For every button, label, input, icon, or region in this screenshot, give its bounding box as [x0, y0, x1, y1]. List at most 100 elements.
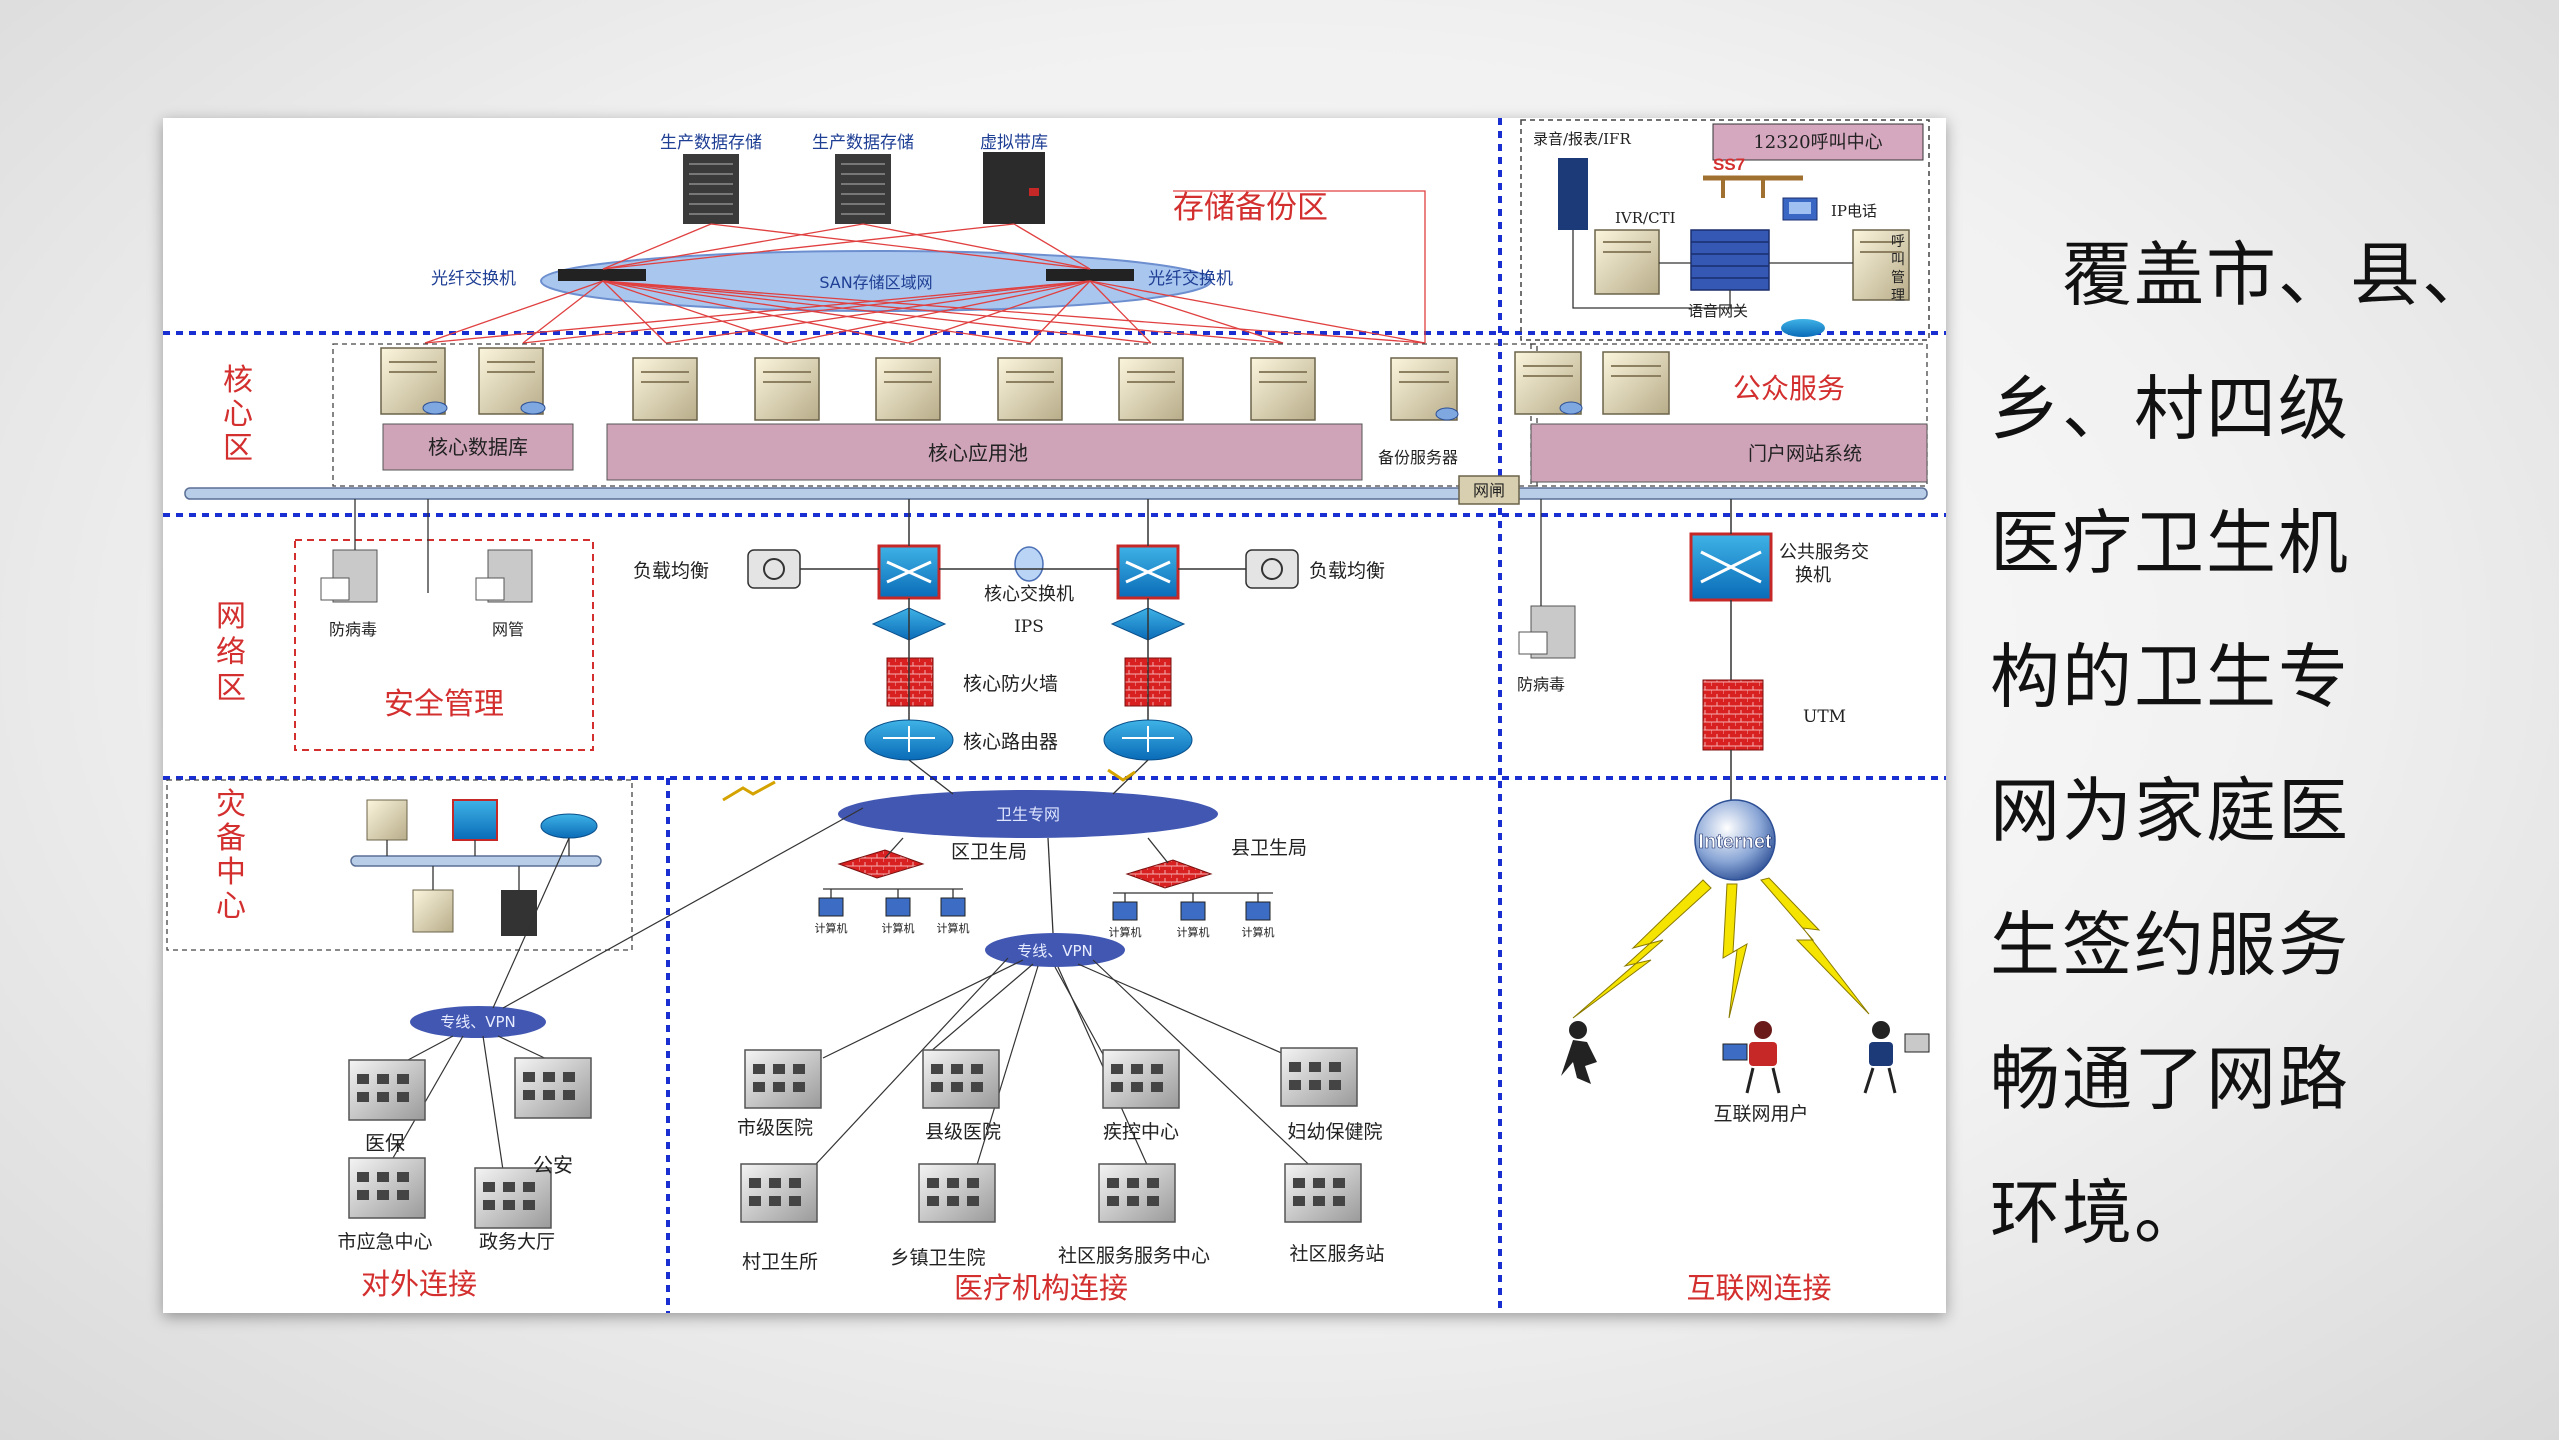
- district-firewall-icon: [837, 849, 925, 879]
- vpn-left-label: 专线、VPN: [440, 1013, 516, 1031]
- core-db-label: 核心数据库: [428, 435, 528, 459]
- pc-icon: [1112, 901, 1138, 921]
- ss7-bus-icon: [1703, 175, 1803, 198]
- database-server-icon: [380, 347, 448, 415]
- antivirus-server-icon: [320, 549, 378, 603]
- dr-server-icon: [366, 799, 408, 841]
- portal-server-icon: [1514, 351, 1583, 415]
- load-balancer-icon: [1245, 549, 1299, 589]
- storage-device-label: 虚拟带库: [980, 133, 1048, 153]
- medical-label: 社区服务服务中心: [1058, 1245, 1210, 1267]
- pc-label: 计算机: [882, 921, 915, 935]
- county-firewall-icon: [1125, 859, 1213, 889]
- fc-switch-icon: [558, 269, 646, 281]
- zone-label-network: 络: [216, 635, 246, 670]
- vpn-left-cloud: [410, 1006, 546, 1038]
- side-text-line: 生签约服务: [1990, 904, 2350, 986]
- call-mgmt-label: 理: [1891, 288, 1905, 304]
- core-firewall-label: 核心防火墙: [963, 673, 1058, 695]
- building-icon: [348, 1059, 426, 1121]
- call-mgmt-label: 叫: [1891, 252, 1905, 268]
- building-icon: [514, 1057, 592, 1119]
- heartbeat-link-icon: [1014, 546, 1044, 582]
- core-firewall-icon: [886, 657, 934, 707]
- fc-switch-label-left: 光纤交换机: [431, 269, 516, 289]
- zone-label-public: 公众服务: [1733, 372, 1845, 405]
- side-text-line: 环境。: [1990, 1172, 2206, 1254]
- core-app-pool-label: 核心应用池: [928, 441, 1028, 465]
- call-mgmt-server-icon: [1852, 229, 1910, 301]
- health-network: 卫生专网 区卫生局 县卫生局 计算机 计算机 计算机 计算机: [410, 759, 1307, 1038]
- recording-server-icon: [1558, 158, 1588, 230]
- core-router-icon: [1103, 719, 1193, 761]
- storage-device-label: 生产数据存储: [812, 133, 914, 153]
- san-links: [424, 190, 1426, 344]
- building-icon: [1102, 1049, 1180, 1109]
- lb-left-label: 负载均衡: [633, 560, 709, 582]
- storage-area: 生产数据存储 生产数据存储 虚拟带库 存储备份区 光纤交换机 光纤交换机 SAN…: [424, 133, 1426, 344]
- core-switch-icon: [1116, 544, 1180, 600]
- pc-icon: [940, 897, 966, 917]
- call-mgmt-label: 管: [1891, 270, 1905, 286]
- voice-gw-label: 语音网关: [1688, 302, 1748, 320]
- zone-label-internet: 互联网连接: [1686, 1271, 1831, 1305]
- building-icon: [922, 1049, 1000, 1109]
- app-server-icon: [875, 357, 941, 421]
- core-area: 核 心 区 核心数据库 核心应用池 备份服务器 门户网站系统 公众服务 网闸: [184, 343, 1928, 505]
- vpn-center-label: 专线、VPN: [1017, 942, 1093, 960]
- building-icon: [740, 1163, 818, 1223]
- call-center-title: 12320呼叫中心: [1753, 132, 1882, 153]
- medical-label: 市级医院: [737, 1117, 813, 1139]
- gatekeeper-label: 网闸: [1473, 481, 1505, 500]
- backbone-bus: [184, 487, 1928, 500]
- side-text-line: 构的卫生专: [1990, 636, 2350, 718]
- vpn-center-cloud: [985, 933, 1125, 967]
- antivirus-right-label: 防病毒: [1517, 675, 1565, 694]
- server-rack-icon: [683, 154, 739, 224]
- zone-label-network: 区: [216, 671, 246, 706]
- ip-phone-icon: [1782, 197, 1818, 221]
- internet-label: Internet: [1698, 831, 1772, 853]
- side-description: 覆盖市、县、 乡、村四级 医疗卫生机 构的卫生专 网为家庭医 生签约服务 畅通了…: [1990, 208, 2550, 1280]
- app-server-icon: [754, 357, 820, 421]
- lb-right-label: 负载均衡: [1309, 560, 1385, 582]
- building-icon: [918, 1163, 996, 1223]
- disaster-center: 灾 备 中 心: [166, 779, 633, 951]
- call-mgmt-label: 呼: [1891, 234, 1905, 250]
- netmgmt-server-icon: [475, 549, 533, 603]
- app-server-icon: [997, 357, 1063, 421]
- public-switch-icon: [1689, 532, 1773, 602]
- gatekeeper-icon: [1458, 475, 1520, 505]
- utm-label: UTM: [1803, 707, 1846, 727]
- pc-icon: [885, 897, 911, 917]
- netmgmt-label: 网管: [492, 620, 524, 639]
- pc-label: 计算机: [1177, 925, 1210, 939]
- ips-label: IPS: [1014, 617, 1044, 637]
- county-label: 县卫生局: [1231, 837, 1307, 859]
- network-area: 网 络 区 安全管理 防病毒 网管 负载均衡 负载均衡 核心交换机 IPS 核心…: [216, 499, 1869, 806]
- internet-user-icon: [1561, 1021, 1597, 1084]
- dr-bus: [350, 855, 602, 867]
- ivr-label: IVR/CTI: [1615, 209, 1676, 227]
- core-router-icon: [864, 719, 954, 761]
- pc-icon: [818, 897, 844, 917]
- dr-router-icon: [540, 813, 598, 839]
- zone-label-disaster: 灾: [216, 787, 246, 822]
- external-label: 政务大厅: [479, 1231, 555, 1253]
- zone-label-storage: 存储备份区: [1173, 190, 1328, 226]
- zone-label-network: 网: [216, 599, 246, 634]
- zone-label-core: 核: [223, 363, 253, 398]
- tape-library-icon: [983, 152, 1045, 224]
- core-switch-icon: [877, 544, 941, 600]
- antivirus-label: 防病毒: [329, 620, 377, 639]
- pc-label: 计算机: [815, 921, 848, 935]
- internet-area: Internet 互联网用户 互联网连接: [1561, 799, 1930, 1305]
- dr-switch-icon: [452, 799, 498, 841]
- external-label: 公安: [533, 1153, 573, 1177]
- side-text-line: 医疗卫生机: [1990, 502, 2350, 584]
- san-label: SAN存储区域网: [819, 273, 932, 292]
- building-icon: [1284, 1163, 1362, 1223]
- internet-users-label: 互联网用户: [1713, 1103, 1808, 1125]
- building-icon: [744, 1049, 822, 1109]
- fc-switch-label-right: 光纤交换机: [1148, 269, 1233, 289]
